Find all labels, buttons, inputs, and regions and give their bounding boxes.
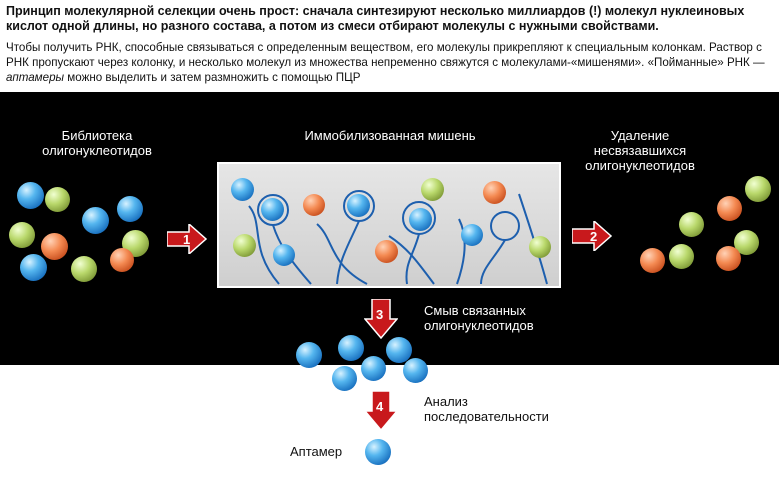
- intro-text-before: Чтобы получить РНК, способные связыватьс…: [6, 41, 765, 69]
- library-ball-blue: [17, 182, 44, 209]
- label-target: Иммобилизованная мишень: [304, 128, 476, 143]
- library-ball-green: [45, 187, 70, 212]
- target-ball-green: [421, 178, 444, 201]
- removed-ball-green: [679, 212, 704, 237]
- removed-ball-orange: [716, 246, 741, 271]
- library-ball-orange: [110, 248, 134, 272]
- library-ball-blue: [82, 207, 109, 234]
- target-bound-blue: [347, 194, 370, 217]
- intro-text-after: можно выделить и затем размножить с помо…: [64, 71, 361, 84]
- step-1-arrow: 1: [167, 224, 207, 254]
- intro-text-italic: аптамеры: [6, 71, 65, 84]
- target-ball-blue: [231, 178, 254, 201]
- step-2-number: 2: [590, 229, 597, 244]
- target-ball-green: [529, 236, 551, 258]
- washed-ball-blue: [296, 342, 322, 368]
- library-ball-orange: [41, 233, 68, 260]
- label-removal: Удаление несвязавшихся олигонуклеотидов: [585, 128, 695, 173]
- target-bound-blue: [261, 198, 284, 221]
- target-ball-orange: [375, 240, 398, 263]
- intro-text: Чтобы получить РНК, способные связыватьс…: [6, 40, 776, 85]
- step-3-arrow: 3: [364, 299, 398, 339]
- target-bound-blue: [409, 208, 432, 231]
- aptamer-ball: [365, 439, 391, 465]
- label-aptamer: Аптамер: [290, 444, 343, 459]
- removed-ball-orange: [717, 196, 742, 221]
- label-wash: Смыв связанных олигонуклеотидов: [424, 303, 534, 333]
- intro-panel: Принцип молекулярной селекции очень прос…: [0, 0, 779, 92]
- target-ball-blue: [461, 224, 483, 246]
- library-ball-green: [9, 222, 35, 248]
- washed-ball-blue: [338, 335, 364, 361]
- removed-ball-orange: [640, 248, 665, 273]
- library-ball-blue: [117, 196, 143, 222]
- intro-bold-text: Принцип молекулярной селекции очень прос…: [6, 4, 745, 33]
- step-1-number: 1: [183, 232, 190, 247]
- target-ball-blue: [273, 244, 295, 266]
- label-analysis: Анализ последовательности: [424, 394, 549, 424]
- washed-ball-blue: [386, 337, 412, 363]
- washed-ball-blue: [403, 358, 428, 383]
- label-library: Библиотека олигонуклеотидов: [42, 128, 152, 158]
- bottom-white-area: [0, 365, 779, 479]
- step-2-arrow: 2: [572, 221, 612, 251]
- target-ball-orange: [483, 181, 506, 204]
- target-column: [217, 162, 561, 288]
- step-3-number: 3: [376, 307, 383, 322]
- step-4-arrow: 4: [364, 391, 398, 431]
- step-4-number: 4: [376, 399, 384, 414]
- target-linkers: [248, 190, 548, 285]
- library-ball-blue: [20, 254, 47, 281]
- target-ball-green: [233, 234, 256, 257]
- washed-ball-blue: [361, 356, 386, 381]
- removed-ball-green: [745, 176, 771, 202]
- washed-ball-blue: [332, 366, 357, 391]
- target-ball-orange: [303, 194, 325, 216]
- removed-ball-green: [669, 244, 694, 269]
- library-ball-green: [71, 256, 97, 282]
